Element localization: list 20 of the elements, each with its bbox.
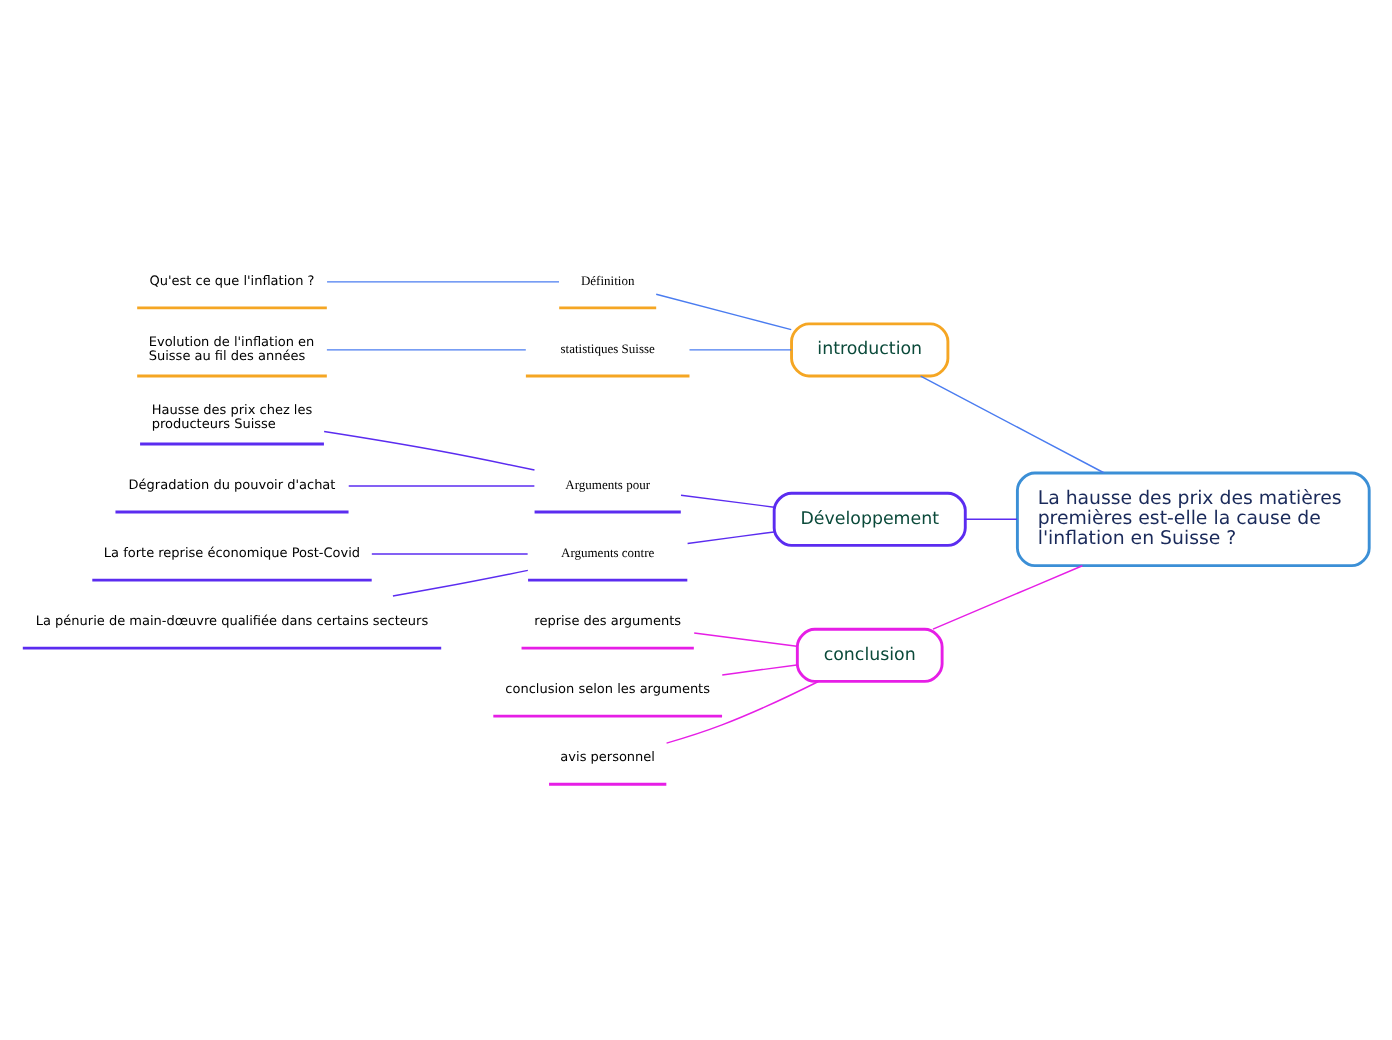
connector xyxy=(348,485,536,487)
connector xyxy=(919,375,1105,474)
connector xyxy=(686,531,775,545)
connector xyxy=(693,632,798,647)
connector xyxy=(721,664,798,676)
connector xyxy=(665,680,820,744)
connector xyxy=(688,349,792,351)
connector xyxy=(326,281,560,283)
connector xyxy=(323,430,536,471)
connector xyxy=(392,569,529,597)
node-box: Développement xyxy=(772,491,967,547)
node-box: introduction xyxy=(790,322,950,378)
connector xyxy=(932,565,1084,630)
connector xyxy=(680,494,775,508)
node-box: conclusion xyxy=(795,627,944,683)
connector xyxy=(371,553,529,555)
connector xyxy=(655,293,792,331)
connector xyxy=(964,518,1018,520)
node-box: La hausse des prix des matières premières est-elle la cause de l'inflation en Suisse ? xyxy=(1015,471,1371,568)
connector xyxy=(326,349,527,351)
